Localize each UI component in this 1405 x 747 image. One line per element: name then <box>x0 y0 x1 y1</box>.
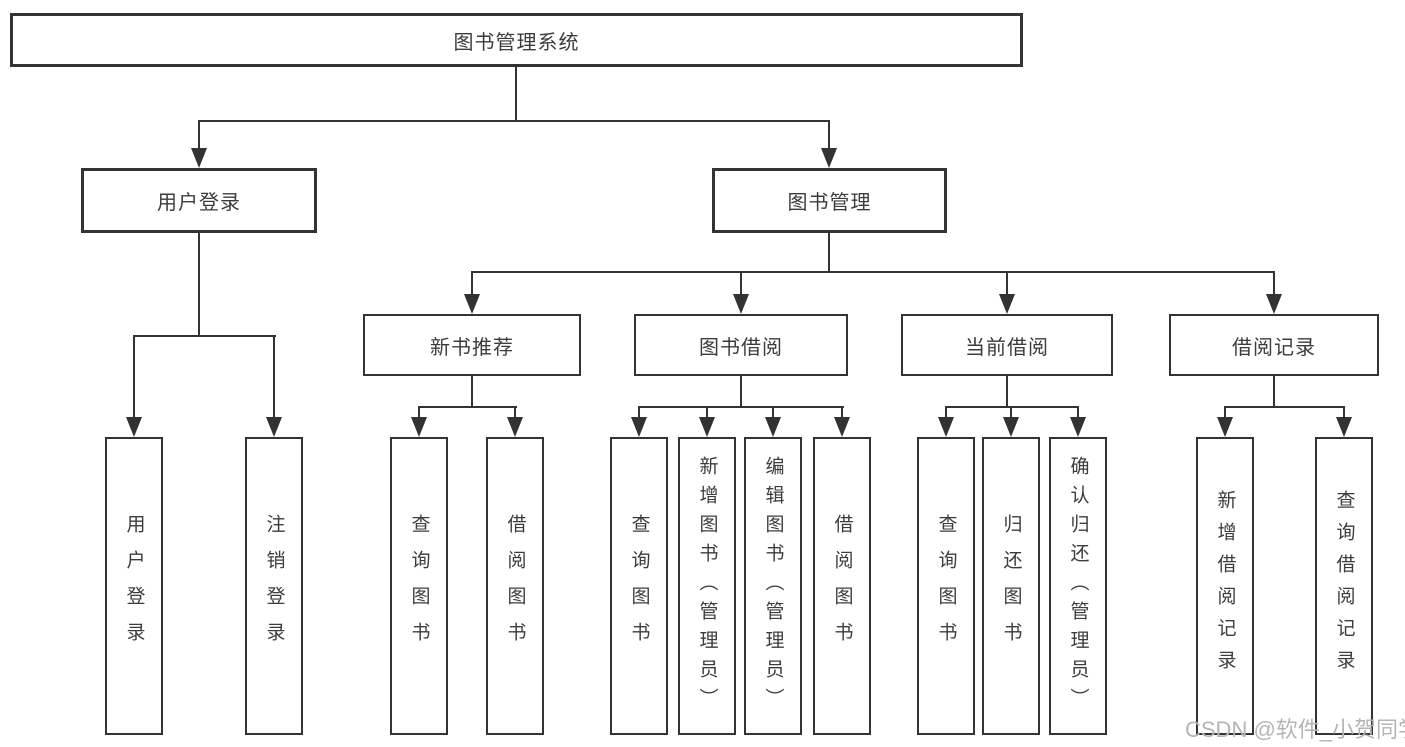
arrow-down-icon <box>411 417 427 437</box>
leaf-user-login: 用户登录 <box>105 437 163 735</box>
leaf-query-books-current: 查询图书 <box>917 437 975 735</box>
arrow-down-icon <box>507 417 523 437</box>
connector-line <box>198 120 200 150</box>
connector-line <box>1343 406 1345 418</box>
connector-line <box>418 406 517 408</box>
arrow-down-icon <box>631 417 647 437</box>
leaf-query-borrow-record: 查询借阅记录 <box>1315 437 1373 735</box>
node-book-borrowing: 图书借阅 <box>634 314 848 376</box>
connector-line <box>198 233 200 336</box>
node-book-management: 图书管理 <box>712 168 947 233</box>
arrow-down-icon <box>464 294 480 314</box>
connector-line <box>740 271 742 295</box>
leaf-edit-book-admin: 编辑图书（管理员） <box>744 437 802 735</box>
arrow-down-icon <box>765 417 781 437</box>
connector-line <box>945 406 1079 408</box>
arrow-down-icon <box>266 417 282 437</box>
connector-line <box>515 67 517 120</box>
leaf-return-books: 归还图书 <box>982 437 1040 735</box>
arrow-down-icon <box>733 294 749 314</box>
leaf-add-borrow-record: 新增借阅记录 <box>1196 437 1254 735</box>
connector-line <box>828 233 830 272</box>
arrow-down-icon <box>999 294 1015 314</box>
leaf-query-books-recommend: 查询图书 <box>390 437 448 735</box>
node-user-login: 用户登录 <box>81 168 317 233</box>
connector-line <box>198 120 830 122</box>
node-current-borrowing: 当前借阅 <box>901 314 1113 376</box>
connector-line <box>471 271 1275 273</box>
arrow-down-icon <box>191 148 207 168</box>
connector-line <box>772 406 774 418</box>
arrow-down-icon <box>938 417 954 437</box>
connector-line <box>133 335 135 417</box>
connector-line <box>514 406 516 418</box>
connector-line <box>418 406 420 418</box>
connector-line <box>471 271 473 295</box>
connector-line <box>828 120 830 150</box>
arrow-down-icon <box>1266 294 1282 314</box>
connector-line <box>841 406 843 418</box>
arrow-down-icon <box>821 148 837 168</box>
connector-line <box>638 406 844 408</box>
connector-line <box>706 406 708 418</box>
leaf-confirm-return-admin: 确认归还（管理员） <box>1049 437 1107 735</box>
node-new-book-recommend: 新书推荐 <box>363 314 581 376</box>
arrow-down-icon <box>126 417 142 437</box>
connector-line <box>1224 406 1226 418</box>
connector-line <box>1224 406 1345 408</box>
csdn-watermark: CSDN @软件_小贺同学 <box>1185 717 1405 742</box>
leaf-borrow-books-borrowing: 借阅图书 <box>813 437 871 735</box>
arrow-down-icon <box>1217 417 1233 437</box>
arrow-down-icon <box>1336 417 1352 437</box>
leaf-add-book-admin: 新增图书（管理员） <box>678 437 736 735</box>
connector-line <box>1273 271 1275 295</box>
connector-line <box>1077 406 1079 418</box>
connector-line <box>740 376 742 407</box>
connector-line <box>638 406 640 418</box>
arrow-down-icon <box>834 417 850 437</box>
leaf-query-books-borrowing: 查询图书 <box>610 437 668 735</box>
leaf-borrow-books-recommend: 借阅图书 <box>486 437 544 735</box>
connector-line <box>273 335 275 417</box>
node-borrowing-records: 借阅记录 <box>1169 314 1379 376</box>
connector-line <box>1006 376 1008 407</box>
arrow-down-icon <box>699 417 715 437</box>
connector-line <box>471 376 473 407</box>
connector-line <box>1006 271 1008 295</box>
connector-line <box>1273 376 1275 407</box>
arrow-down-icon <box>1003 417 1019 437</box>
arrow-down-icon <box>1070 417 1086 437</box>
connector-line <box>133 335 276 337</box>
leaf-logout: 注销登录 <box>245 437 303 735</box>
connector-line <box>945 406 947 418</box>
connector-line <box>1010 406 1012 418</box>
node-book-management-system: 图书管理系统 <box>10 13 1023 67</box>
